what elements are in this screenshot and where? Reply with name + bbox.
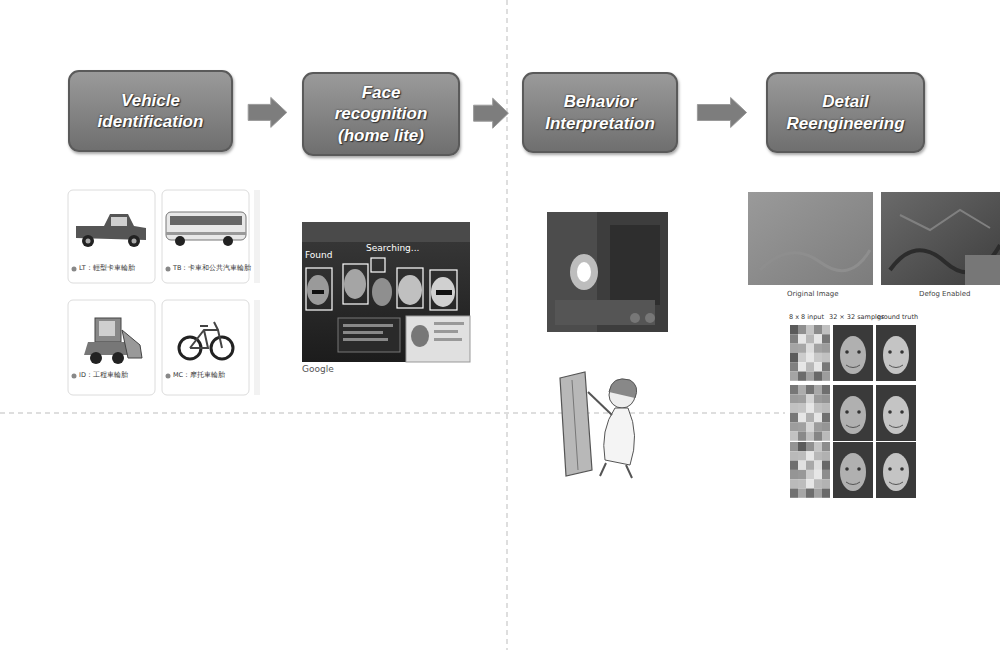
process-box: Vehicle identification	[68, 70, 233, 152]
defog-images	[748, 192, 1000, 285]
image-caption: Found	[305, 251, 332, 261]
image-caption: Google	[302, 365, 334, 375]
image-caption: 32 × 32 samples	[829, 314, 884, 321]
image-caption: Searching...	[366, 244, 419, 254]
box-label: Vehicle identification	[80, 90, 221, 133]
image-caption: 8 x 8 input	[789, 314, 824, 321]
process-box: Behavior Interpretation	[522, 72, 678, 153]
behavior-photo	[547, 212, 668, 332]
image-caption: LT：輕型卡車輪胎	[79, 265, 135, 272]
image-caption: Defog Enabled	[919, 291, 970, 299]
image-caption: TB：卡車和公共汽車輪胎	[173, 265, 251, 272]
block-arrow	[697, 98, 746, 128]
process-box: Detail Reengineering	[766, 72, 925, 153]
image-caption: ID：工程車輪胎	[79, 372, 128, 379]
block-arrow	[474, 98, 509, 128]
divider-line	[507, 0, 508, 650]
block-arrow	[248, 97, 287, 127]
vehicle-cards	[68, 190, 260, 395]
face-grid	[790, 325, 916, 498]
process-box: Face recognition (home lite)	[302, 72, 460, 156]
box-label: Detail Reengineering	[778, 91, 913, 134]
face-photo	[302, 222, 470, 362]
box-label: Behavior Interpretation	[534, 91, 666, 134]
box-label: Face recognition (home lite)	[314, 82, 448, 146]
divider-line	[0, 413, 785, 414]
image-caption: ground truth	[877, 314, 918, 321]
image-caption: MC：摩托車輪胎	[173, 372, 225, 379]
cartoon-figure	[560, 372, 637, 478]
image-caption: Original Image	[787, 291, 839, 299]
